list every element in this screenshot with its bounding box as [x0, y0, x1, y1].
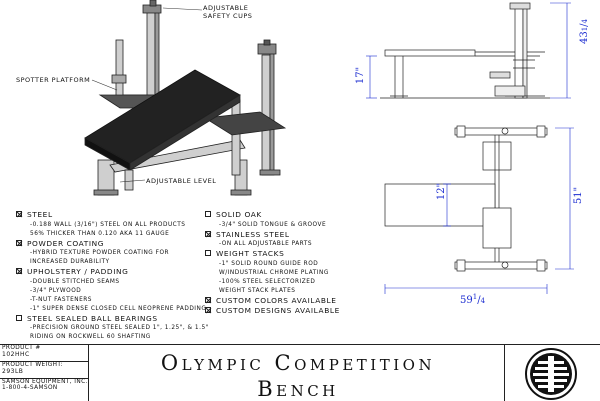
- company-phone: 1-800-4-SAMSON: [2, 385, 58, 391]
- spec-item: Custom Colors Available: [205, 296, 355, 307]
- length-59-dimension: 591/4: [460, 293, 486, 306]
- specs-left-list: Steel -0.188 Wall (3/16") Steel On ALL Pr…: [16, 210, 216, 342]
- bench-isometric-view: [84, 0, 287, 196]
- checked-box-icon: [16, 268, 22, 274]
- checked-box-icon: [205, 296, 211, 303]
- spotter-platform-callout: Spotter Platform: [16, 76, 91, 84]
- spec-label: Solid Oak: [216, 210, 262, 219]
- spec-detail: -Precision Ground Steel Sealed 1", 1.25"…: [30, 325, 209, 331]
- spec-item: Custom Designs Available: [205, 306, 355, 317]
- unchecked-box-icon: [205, 250, 211, 256]
- spec-item: Steel Sealed Ball Bearings: [16, 314, 216, 325]
- spec-detail: -1" Super Dense Closed Cell Neoprene Pad…: [30, 305, 207, 312]
- spec-label: Custom Designs Available: [216, 306, 340, 315]
- spec-label: Powder Coating: [27, 238, 105, 248]
- spec-label: Steel: [27, 210, 53, 219]
- spec-item: Upholstery / Padding: [16, 267, 216, 278]
- spec-item: Solid Oak: [205, 210, 355, 221]
- safety-cups-callout: Adjustable safety cups: [203, 4, 253, 20]
- checked-box-icon: [205, 307, 211, 313]
- top-plan-view: [384, 125, 574, 294]
- spec-item: Steel: [16, 210, 216, 221]
- spec-detail: w/Industrial Chrome Plating: [219, 269, 329, 276]
- spec-detail: -Double Stitched Seams: [30, 278, 120, 285]
- company-name: Samson Equipment, Inc.: [2, 379, 88, 385]
- spec-item: Powder Coating: [16, 239, 216, 250]
- product-number-label: Product #: [2, 345, 41, 351]
- spec-label: Steel Sealed Ball Bearings: [27, 313, 158, 323]
- product-number-value: 102HHC: [2, 351, 30, 358]
- adjustable-level-callout: Adjustable Level: [146, 177, 217, 185]
- spec-detail: -0.188 Wall (3/16") Steel On ALL Product…: [30, 221, 186, 228]
- spec-detail: Riding on Rockwell 60 Shafting: [30, 334, 151, 340]
- checked-box-icon: [16, 239, 22, 246]
- spec-detail: -3/4" Plywood: [30, 287, 82, 294]
- spec-label: Weight Stacks: [216, 249, 285, 258]
- height-17-dimension: 17": [355, 66, 367, 85]
- spec-detail: 56% Thicker than 0.120 AKA 11 Gauge: [30, 230, 170, 237]
- spec-label: Upholstery / Padding: [27, 267, 129, 276]
- checked-box-icon: [205, 230, 211, 237]
- side-elevation-view: [366, 2, 571, 99]
- spec-label: Stainless Steel: [216, 229, 290, 239]
- unchecked-box-icon: [16, 314, 22, 321]
- spec-label: Custom Colors Available: [216, 295, 337, 305]
- specs-right-list: Solid Oak -3/4" Solid Tongue & GrooveStai…: [205, 210, 355, 317]
- title-block: Product # 102HHC Product Weight: 293lb S…: [0, 344, 600, 401]
- length-51-dimension: 51": [573, 186, 585, 205]
- spec-detail: -100% Steel Selectorized: [219, 278, 316, 285]
- spec-detail: Increased Durability: [30, 259, 110, 265]
- drawing-title: Olympic Competition Bench: [160, 351, 436, 401]
- width-12-dimension: 12": [436, 182, 448, 201]
- title-block-info: Product # 102HHC Product Weight: 293lb S…: [0, 345, 89, 401]
- spec-item: Stainless Steel: [205, 230, 355, 241]
- spec-detail: -T-Nut Fasteners: [30, 296, 92, 303]
- checked-box-icon: [16, 211, 22, 217]
- spec-detail: Weight Stack Plates: [219, 287, 296, 294]
- spec-detail: -Hybrid Texture Powder Coating For: [30, 250, 170, 256]
- product-weight-label: Product Weight:: [2, 362, 64, 368]
- height-43-dimension: 431/4: [579, 18, 591, 45]
- samson-logo-icon: [525, 348, 577, 400]
- product-weight-value: 293lb: [2, 368, 24, 375]
- spec-detail: -1" Solid Round Guide Rod: [219, 260, 319, 267]
- unchecked-box-icon: [205, 211, 211, 217]
- spec-detail: -3/4" Solid Tongue & Groove: [219, 221, 327, 228]
- spec-item: Weight Stacks: [205, 249, 355, 260]
- spec-detail: -On ALL Adjustable Parts: [219, 241, 313, 247]
